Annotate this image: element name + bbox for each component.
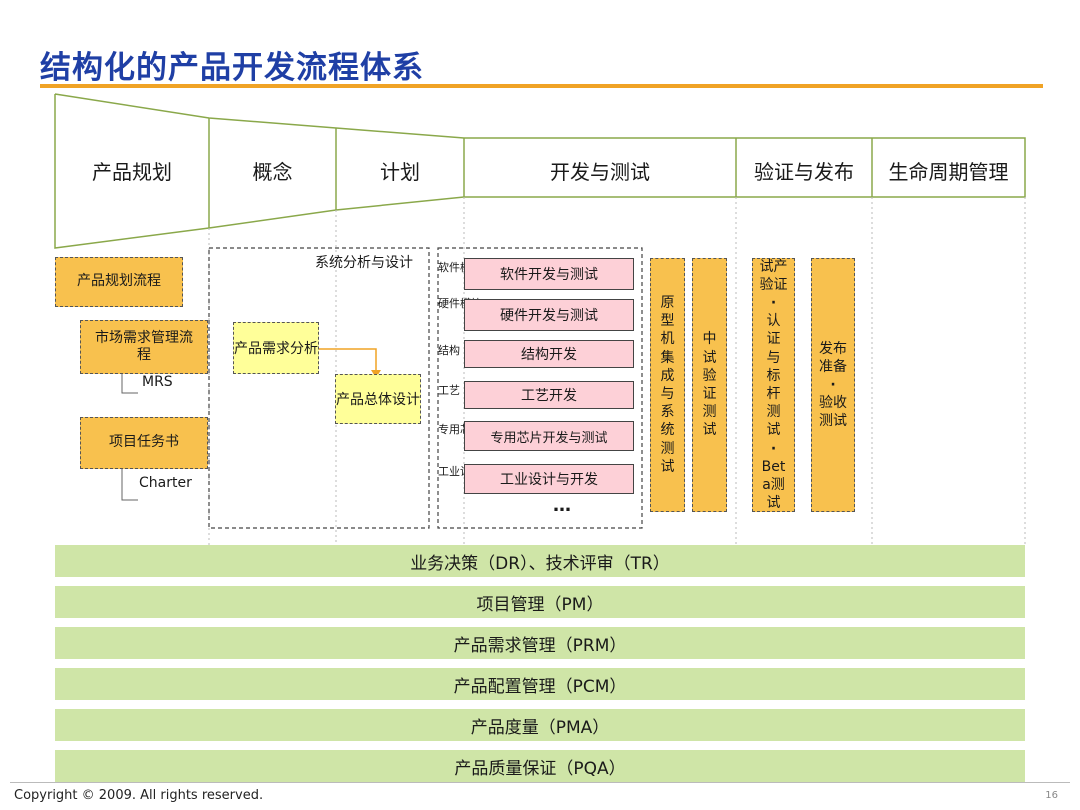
- mrs-label: MRS: [142, 374, 173, 390]
- concept-group-box: [208, 247, 430, 529]
- bar-pqa: 产品质量保证（PQA）: [55, 750, 1025, 782]
- side-structure: 结构: [438, 344, 460, 357]
- bar-pm: 项目管理（PM）: [55, 586, 1025, 618]
- release-prep-text: 发布准备: [819, 340, 847, 375]
- structure-dev-box: 结构开发: [464, 340, 634, 368]
- phase-plan: 计划: [380, 160, 420, 184]
- asic-dev-box: 专用芯片开发与测试: [464, 421, 634, 451]
- phase-dev-test: 开发与测试: [550, 160, 650, 184]
- page-title: 结构化的产品开发流程体系: [40, 50, 424, 86]
- software-dev-box: 软件开发与测试: [464, 258, 634, 290]
- phase-product-planning: 产品规划: [92, 160, 172, 184]
- bar-dr-tr: 业务决策（DR）、技术评审（TR）: [55, 545, 1025, 577]
- overall-design-box: 产品总体设计: [335, 374, 421, 424]
- side-software: 软件模块: [438, 261, 482, 274]
- trial-production-text: 试产验证: [759, 258, 788, 293]
- acceptance-test-text: 验收测试: [819, 395, 847, 430]
- phase-lifecycle: 生命周期管理: [888, 160, 1009, 184]
- side-hardware: 硬件模块: [438, 297, 482, 310]
- process-dev-box: 工艺开发: [464, 381, 634, 409]
- req-analysis-box: 产品需求分析: [233, 322, 319, 374]
- side-process: 工艺: [438, 384, 460, 397]
- footer-divider: [10, 782, 1070, 783]
- bar-prm: 产品需求管理（PRM）: [55, 627, 1025, 659]
- more-ellipsis: …: [553, 495, 571, 516]
- industrial-design-box: 工业设计与开发: [464, 464, 634, 494]
- charter-label: Charter: [139, 475, 192, 491]
- req-to-design-arrow: [319, 348, 377, 372]
- side-asic: 专用芯片: [438, 423, 482, 436]
- bar-pcm: 产品配置管理（PCM）: [55, 668, 1025, 700]
- charter-connector: [121, 468, 138, 501]
- phase-concept: 概念: [252, 160, 293, 184]
- trial-production-box: 试产验证 · 认证与标杆测试 · Beta测试: [752, 258, 795, 512]
- system-analysis-label: 系统分析与设计: [315, 255, 413, 271]
- hardware-dev-box: 硬件开发与测试: [464, 299, 634, 331]
- product-planning-flow-box: 产品规划流程: [55, 257, 183, 307]
- project-charter-box: 项目任务书: [80, 417, 208, 469]
- page-number: 16: [1045, 790, 1058, 801]
- copyright: Copyright © 2009. All rights reserved.: [14, 788, 264, 803]
- dot-2: ·: [770, 440, 777, 457]
- phase-verify-release: 验证与发布: [754, 160, 854, 184]
- mrs-connector: [121, 372, 138, 394]
- pilot-verification-box: 中试验证测试: [692, 258, 727, 512]
- certification-text: 认证与标杆测试: [766, 313, 781, 439]
- title-underline: [40, 84, 1043, 88]
- dot-3: ·: [830, 376, 836, 393]
- dev-group-box: [437, 247, 643, 529]
- release-prep-box: 发布准备 · 验收测试: [811, 258, 855, 512]
- market-demand-flow-box: 市场需求管理流程: [80, 320, 208, 374]
- beta-test-text: Beta测试: [761, 458, 786, 512]
- dot-1: ·: [770, 295, 777, 312]
- side-industrial: 工业设计: [438, 465, 482, 478]
- prototype-integration-box: 原型机集成与系统测试: [650, 258, 685, 512]
- bar-pma: 产品度量（PMA）: [55, 709, 1025, 741]
